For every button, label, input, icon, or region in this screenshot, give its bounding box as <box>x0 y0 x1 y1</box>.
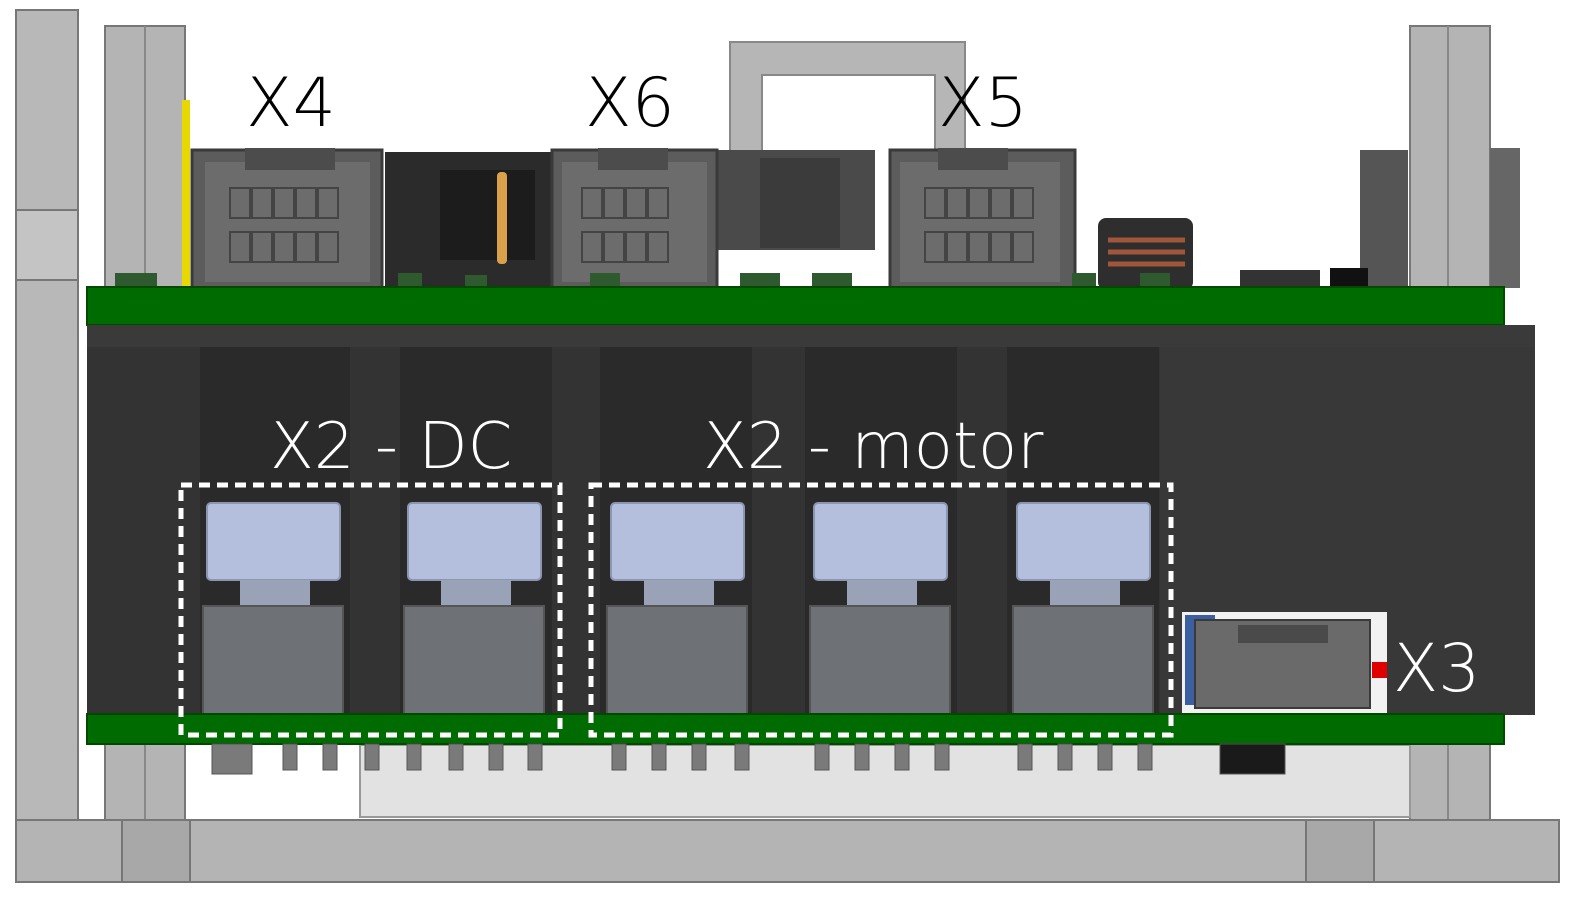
lower-pcb <box>86 713 1505 745</box>
terminal-3 <box>606 502 748 715</box>
connector-x6 <box>550 148 719 292</box>
connector-x5 <box>888 148 1077 292</box>
callout-outlines <box>178 482 1174 738</box>
x2-dc-outline <box>178 482 563 738</box>
pcb-pins <box>211 743 1286 775</box>
connector-x4 <box>190 148 384 292</box>
label-x3: X3 <box>1393 630 1481 707</box>
spring-terminals <box>202 502 1154 715</box>
terminal-1 <box>202 502 344 715</box>
terminal-2 <box>403 502 545 715</box>
terminal-4 <box>809 502 951 715</box>
x2-motor-outline <box>588 482 1174 738</box>
label-x5: X5 <box>938 64 1028 143</box>
terminal-5 <box>1012 502 1154 715</box>
top-components <box>182 100 1520 290</box>
smd-parts <box>115 268 1368 289</box>
label-x6: X6 <box>585 64 675 143</box>
upper-pcb <box>86 286 1505 326</box>
connector-x3 <box>1182 612 1387 714</box>
label-x4: X4 <box>246 64 336 143</box>
label-x2-dc: X2 - DC <box>270 410 513 484</box>
label-x2-motor: X2 - motor <box>703 410 1044 484</box>
